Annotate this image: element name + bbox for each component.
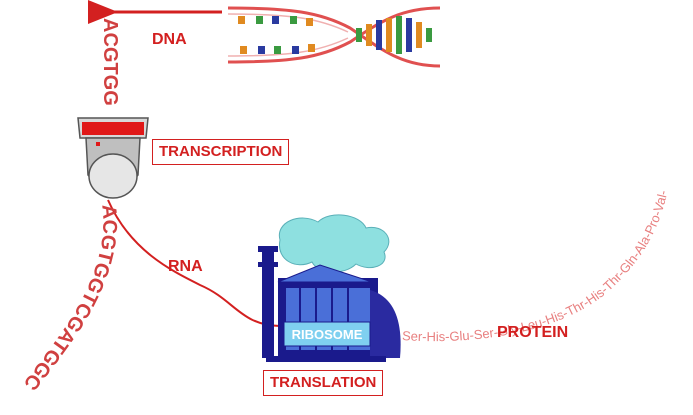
dna-sequence-strand: ACGTGG: [99, 18, 121, 106]
dna-label: DNA: [152, 31, 187, 48]
transcription-label: TRANSCRIPTION: [152, 139, 290, 165]
dna-helix-icon: [227, 6, 441, 68]
rna-strand-line: [107, 199, 281, 327]
rna-sequence-text: ACGTGGTCGATGGC: [19, 204, 120, 395]
translation-label: TRANSLATION: [263, 370, 384, 396]
rna-label: RNA: [168, 258, 203, 275]
ribosome-label-box: [283, 321, 371, 347]
protein-label: PROTEIN: [497, 324, 568, 341]
protein-sequence-text: Ser-His-Glu-Ser-Gly-Leu-His-Thr-His-Thr-…: [402, 189, 671, 344]
polymerase-icon: [77, 117, 149, 199]
dna-sequence-text: ACGTGG: [99, 18, 121, 106]
ribosome-label: RIBOSOME: [292, 327, 363, 342]
